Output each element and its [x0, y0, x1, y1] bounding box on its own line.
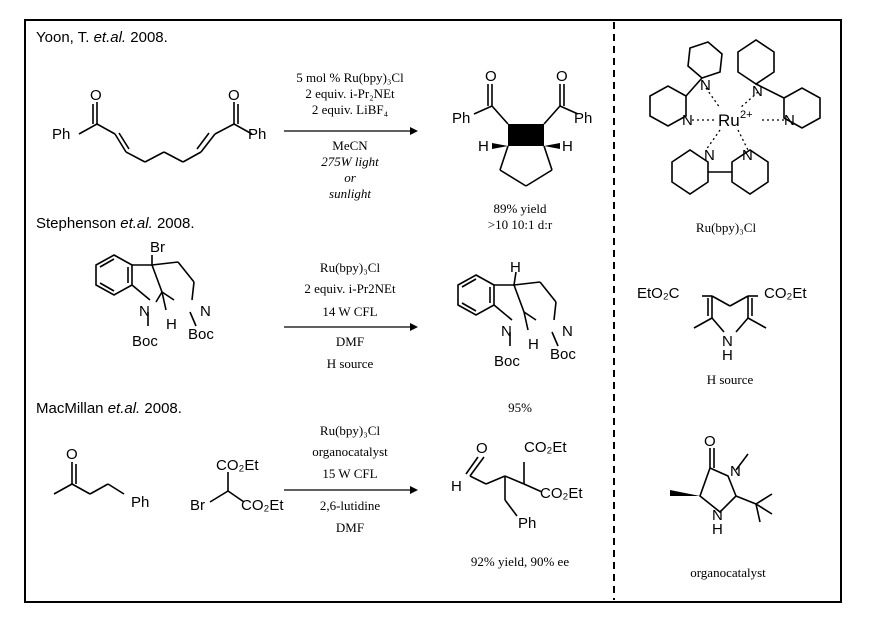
atom-boc: Boc	[494, 353, 520, 370]
atom-co2et: CO₂Et	[524, 439, 567, 456]
atom-n: N	[200, 303, 211, 320]
atom-co2et: CO₂Et	[764, 285, 807, 302]
outer-frame	[24, 19, 842, 603]
condition-line: 2 equiv. LiBF₄	[312, 102, 389, 117]
atom-boc: Boc	[550, 346, 576, 363]
macmillan-bromomalonate	[209, 472, 245, 503]
atom-h: H	[451, 478, 462, 495]
atom-ph: Ph	[52, 126, 70, 143]
atom-n: N	[784, 112, 795, 129]
hantzsch-ester	[693, 295, 767, 333]
atom-o: O	[556, 68, 568, 85]
ru-charge: 2+	[740, 109, 753, 121]
atom-n: N	[704, 147, 715, 164]
condition-line: H source	[327, 356, 374, 371]
atom-ph: Ph	[574, 110, 592, 127]
atom-ph: Ph	[518, 515, 536, 532]
condition-line: DMF	[336, 520, 364, 535]
atom-boc: Boc	[132, 333, 158, 350]
atom-n: N	[562, 323, 573, 340]
atom-br: Br	[190, 497, 205, 514]
wedge-bond	[544, 143, 560, 149]
condition-line: 2,6-lutidine	[320, 498, 381, 513]
atom-o: O	[66, 446, 78, 463]
atom-br: Br	[150, 239, 165, 256]
condition-line: 5 mol % Ru(bpy)₃Cl	[296, 70, 404, 85]
condition-line: 2 equiv. i-Pr₂NEt	[305, 86, 395, 101]
atom-h: H	[562, 138, 573, 155]
coordination-bonds	[692, 87, 784, 151]
stephenson-substrate	[95, 254, 197, 327]
atom-ph: Ph	[248, 126, 266, 143]
stephenson-yield: 95%	[508, 400, 532, 415]
atom-n: N	[139, 303, 150, 320]
ru-bpy-complex	[649, 39, 821, 195]
yoon-yield: 89% yield >10 10:1 d:r	[488, 201, 553, 232]
atom-ru: Ru	[718, 111, 740, 130]
condition-line: 14 W CFL	[322, 304, 377, 319]
atom-h: H	[166, 316, 177, 333]
atom-n: N	[752, 83, 763, 100]
atom-boc: Boc	[188, 326, 214, 343]
atom-o: O	[485, 68, 497, 85]
condition-line: DMF	[336, 334, 364, 349]
yield-line: 89% yield	[493, 201, 547, 216]
organo-label: organocatalyst	[690, 565, 766, 580]
arrow-head	[410, 127, 418, 135]
atom-n: N	[742, 147, 753, 164]
macmillan-product	[465, 456, 543, 517]
imidazolidinone	[699, 448, 773, 523]
macmillan-yield: 92% yield, 90% ee	[471, 554, 569, 569]
condition-line: organocatalyst	[312, 444, 388, 459]
condition-line: 275W light	[321, 154, 379, 169]
atom-ph: Ph	[131, 494, 149, 511]
condition-line: or	[344, 170, 357, 185]
atom-h: H	[478, 138, 489, 155]
atom-h: H	[528, 336, 539, 353]
condition-line: 15 W CFL	[322, 466, 377, 481]
atom-co2et: CO₂Et	[241, 497, 284, 514]
condition-line: Ru(bpy)₃Cl	[320, 423, 381, 438]
atom-h: H	[722, 347, 733, 364]
atom-o: O	[228, 87, 240, 104]
arrow-head	[410, 323, 418, 331]
macmillan-conditions: Ru(bpy)₃Cl organocatalyst 15 W CFL 2,6-l…	[312, 423, 388, 535]
arrow-head	[410, 486, 418, 494]
macmillan-header: MacMillan et.al. 2008.	[36, 400, 182, 417]
catalyst-label: Ru(bpy)₃Cl	[696, 220, 757, 235]
yoon-substrate	[78, 102, 253, 163]
atom-n: N	[682, 112, 693, 129]
wedge-bond	[670, 490, 700, 496]
yoon-conditions: 5 mol % Ru(bpy)₃Cl 2 equiv. i-Pr₂NEt 2 e…	[296, 70, 404, 201]
yoon-header: Yoon, T. et.al. 2008.	[36, 29, 168, 46]
stephenson-conditions: Ru(bpy)₃Cl 2 equiv. i-Pr2NEt 14 W CFL DM…	[304, 260, 396, 371]
atom-ph: Ph	[452, 110, 470, 127]
atom-co2et: CO₂Et	[540, 485, 583, 502]
condition-line: MeCN	[332, 138, 368, 153]
stephenson-product	[457, 271, 559, 347]
hsource-label: H source	[707, 372, 754, 387]
condition-line: Ru(bpy)₃Cl	[320, 260, 381, 275]
atom-h: H	[712, 521, 723, 538]
atom-n: N	[712, 507, 723, 524]
condition-line: 2 equiv. i-Pr2NEt	[304, 281, 396, 296]
wedge-bond	[492, 143, 508, 149]
atom-n: N	[700, 77, 711, 94]
atom-o: O	[704, 433, 716, 450]
atom-co2et: CO₂Et	[216, 457, 259, 474]
yoon-product	[473, 84, 579, 187]
stephenson-header: Stephenson et.al. 2008.	[36, 215, 195, 232]
condition-line: sunlight	[329, 186, 371, 201]
yield-line: >10 10:1 d:r	[488, 217, 553, 232]
atom-h: H	[510, 259, 521, 276]
atom-n: N	[722, 333, 733, 350]
atom-eto2c: EtO₂C	[637, 285, 680, 302]
atom-n: N	[501, 323, 512, 340]
atom-o: O	[476, 440, 488, 457]
atom-n: N	[730, 463, 741, 480]
atom-o: O	[90, 87, 102, 104]
macmillan-ketone	[53, 462, 125, 495]
